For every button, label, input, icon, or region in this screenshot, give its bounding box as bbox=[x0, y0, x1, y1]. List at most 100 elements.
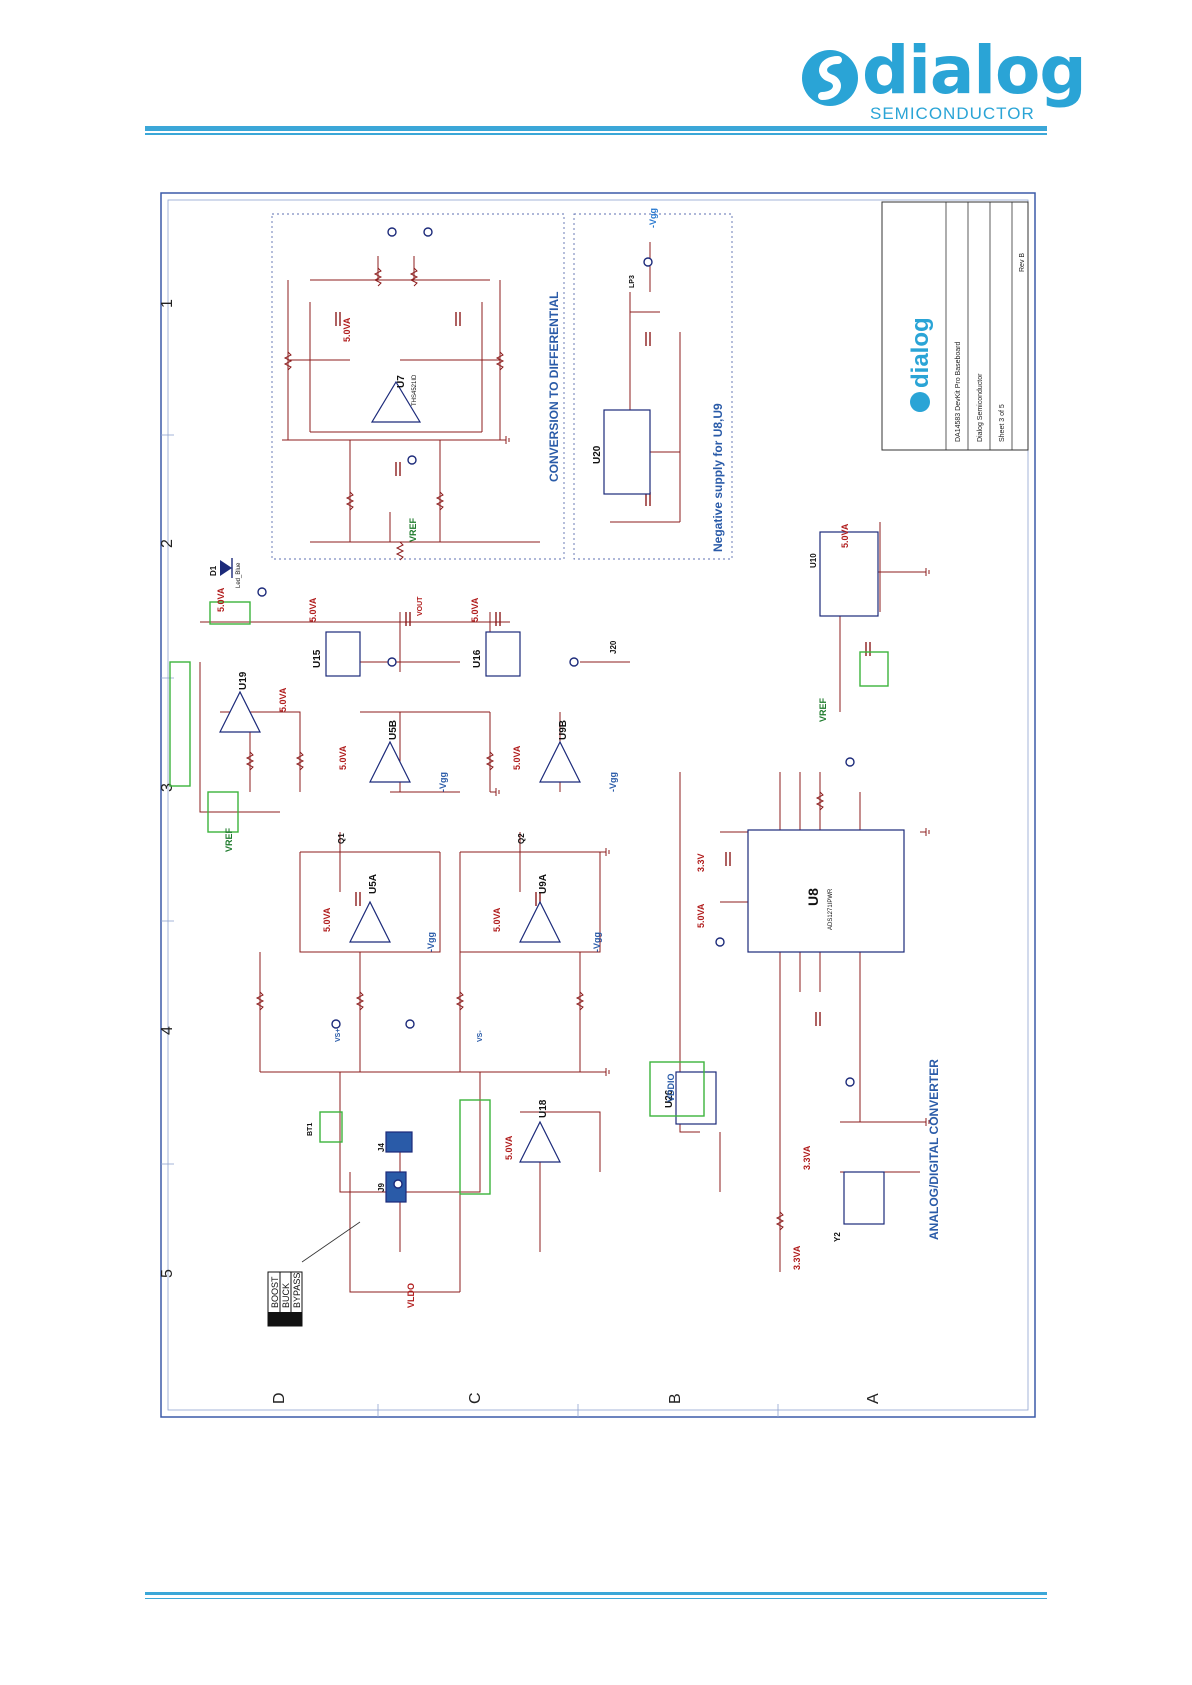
label-u20: U20 bbox=[592, 445, 603, 464]
title-block-title: DA14583 DevKit Pro Baseboard bbox=[955, 342, 962, 442]
tp52-icon bbox=[407, 455, 417, 465]
label-u19: U19 bbox=[238, 671, 249, 690]
grid-letter-a: A bbox=[865, 1393, 882, 1404]
jumper-buck: BUCK bbox=[281, 1283, 291, 1308]
label-j20: J20 bbox=[609, 640, 618, 654]
label-u7-part: THS4521ID bbox=[412, 374, 418, 406]
tp42-icon bbox=[387, 657, 397, 667]
net-5v-u7: 5.0VA bbox=[342, 317, 352, 342]
title-block-company: Dialog Semiconductor bbox=[977, 373, 984, 442]
net-5v-u15: 5.0VA bbox=[308, 597, 318, 622]
title-block: dialog DA14583 DevKit Pro Baseboard Dial… bbox=[881, 201, 1029, 451]
net-5v-u18: 5.0VA bbox=[504, 1135, 514, 1160]
grid-number-5: 5 bbox=[160, 1269, 176, 1278]
net-5v-u19: 5.0VA bbox=[278, 687, 288, 712]
tp10-icon bbox=[643, 257, 653, 267]
r117-highlight bbox=[207, 791, 239, 833]
net-5v-top: 5.0VA bbox=[216, 587, 226, 612]
tp13-icon bbox=[387, 227, 397, 237]
grid-number-4: 4 bbox=[160, 1026, 176, 1035]
label-u18: U18 bbox=[538, 1099, 549, 1118]
opamps bbox=[219, 380, 581, 1163]
c105-highlight bbox=[319, 1111, 343, 1143]
grid-number-3: 3 bbox=[160, 783, 176, 792]
highlight-boxes bbox=[169, 601, 889, 1195]
label-u9a: U9A bbox=[538, 874, 549, 894]
net-vgg-u5a: -Vgg bbox=[426, 932, 436, 952]
net-5v-u9a: 5.0VA bbox=[492, 907, 502, 932]
net-vref-top: VREF bbox=[408, 517, 418, 542]
net-5v-u9b: 5.0VA bbox=[512, 745, 522, 770]
sheet-inner-frame bbox=[167, 199, 1029, 1411]
conversion-title: CONVERSION TO DIFFERENTIAL bbox=[547, 292, 561, 482]
net-3v3: 3.3V bbox=[696, 853, 706, 872]
label-u8: U8 bbox=[805, 888, 821, 906]
net-5v-u16: 5.0VA bbox=[470, 597, 480, 622]
logo-wordmark: dialog bbox=[862, 32, 1087, 109]
footer-rule bbox=[145, 1592, 1047, 1595]
svg-text:dialog: dialog bbox=[907, 317, 934, 388]
label-u5a: U5A bbox=[368, 874, 379, 894]
tp83-icon bbox=[405, 1019, 415, 1029]
label-u5b: U5B bbox=[388, 720, 399, 740]
net-5v-adc: 5.0VA bbox=[696, 903, 706, 928]
negative-supply-section-box bbox=[573, 213, 733, 560]
logo-subtitle: SEMICONDUCTOR bbox=[870, 104, 1035, 123]
grid-number-2: 2 bbox=[160, 539, 176, 548]
label-d1: D1 bbox=[209, 565, 218, 576]
u19-opamp-icon bbox=[219, 690, 261, 733]
net-vldo: VLDO bbox=[406, 1283, 416, 1308]
label-d1-part: Led_Blue bbox=[236, 562, 242, 588]
dialog-logo-mark-icon bbox=[802, 50, 858, 106]
header-rule bbox=[145, 126, 1047, 131]
c28-highlight bbox=[859, 651, 889, 687]
net-vgg-u9b: -Vgg bbox=[608, 772, 618, 792]
net-5v-u5b: 5.0VA bbox=[338, 745, 348, 770]
grid-letter-b: B bbox=[667, 1393, 684, 1404]
grid-number-1: 1 bbox=[160, 299, 176, 308]
schematic-sheet: 1 2 3 4 5 D C B A dialog DA14583 DevKit … bbox=[160, 192, 1036, 1418]
net-vs-minus: VS- bbox=[477, 1030, 484, 1042]
net-vgg-supply: -Vgg bbox=[648, 208, 658, 228]
label-lp3: LP3 bbox=[629, 275, 636, 288]
u5b-opamp-icon bbox=[369, 740, 411, 783]
jumper-bypass: BYPASS bbox=[292, 1273, 302, 1308]
tp53-icon bbox=[331, 1019, 341, 1029]
label-q2: Q2 bbox=[517, 833, 526, 844]
d1-led-icon bbox=[220, 558, 233, 578]
tp16-icon bbox=[845, 757, 855, 767]
r115-r118-highlight bbox=[169, 661, 191, 787]
label-u16: U16 bbox=[472, 649, 483, 668]
jumper-table: BOOST BUCK BYPASS bbox=[267, 1221, 361, 1327]
net-3v3a-y2: 3.3VA bbox=[792, 1245, 802, 1270]
label-q1: Q1 bbox=[337, 833, 346, 844]
capacitors bbox=[335, 312, 871, 1026]
net-5v-u5a: 5.0VA bbox=[322, 907, 332, 932]
label-u10: U10 bbox=[809, 553, 818, 568]
label-bt1: BT1 bbox=[307, 1123, 314, 1136]
label-j9: J9 bbox=[377, 1183, 386, 1192]
label-u15: U15 bbox=[312, 649, 323, 668]
ground-symbols bbox=[282, 436, 930, 1126]
test-points bbox=[257, 227, 855, 1189]
label-j4: J4 bbox=[377, 1143, 386, 1152]
tp51-icon bbox=[257, 587, 267, 597]
grid-letter-c: C bbox=[467, 1392, 484, 1404]
u15-box bbox=[325, 631, 361, 677]
net-vs-plus: VS+ bbox=[335, 1029, 342, 1042]
vddio-highlight bbox=[649, 1061, 705, 1117]
net-5v-u10: 5.0VA bbox=[840, 523, 850, 548]
u10-box bbox=[819, 531, 879, 617]
negative-supply-title: Negative supply for U8,U9 bbox=[711, 403, 725, 552]
label-u7: U7 bbox=[396, 375, 407, 388]
sheet-frame bbox=[160, 192, 1036, 1418]
u7-opamp-icon bbox=[370, 380, 422, 423]
grid-letter-d: D bbox=[271, 1392, 288, 1404]
tp18-icon bbox=[715, 937, 725, 947]
net-vddio: VDDIO bbox=[666, 1073, 676, 1102]
u20-box bbox=[603, 409, 651, 495]
title-block-rev: Rev B bbox=[1019, 253, 1026, 272]
net-vgg-u9a: -Vgg bbox=[592, 932, 602, 952]
u9a-opamp-icon bbox=[519, 900, 561, 943]
net-vout: VOUT bbox=[417, 596, 424, 616]
